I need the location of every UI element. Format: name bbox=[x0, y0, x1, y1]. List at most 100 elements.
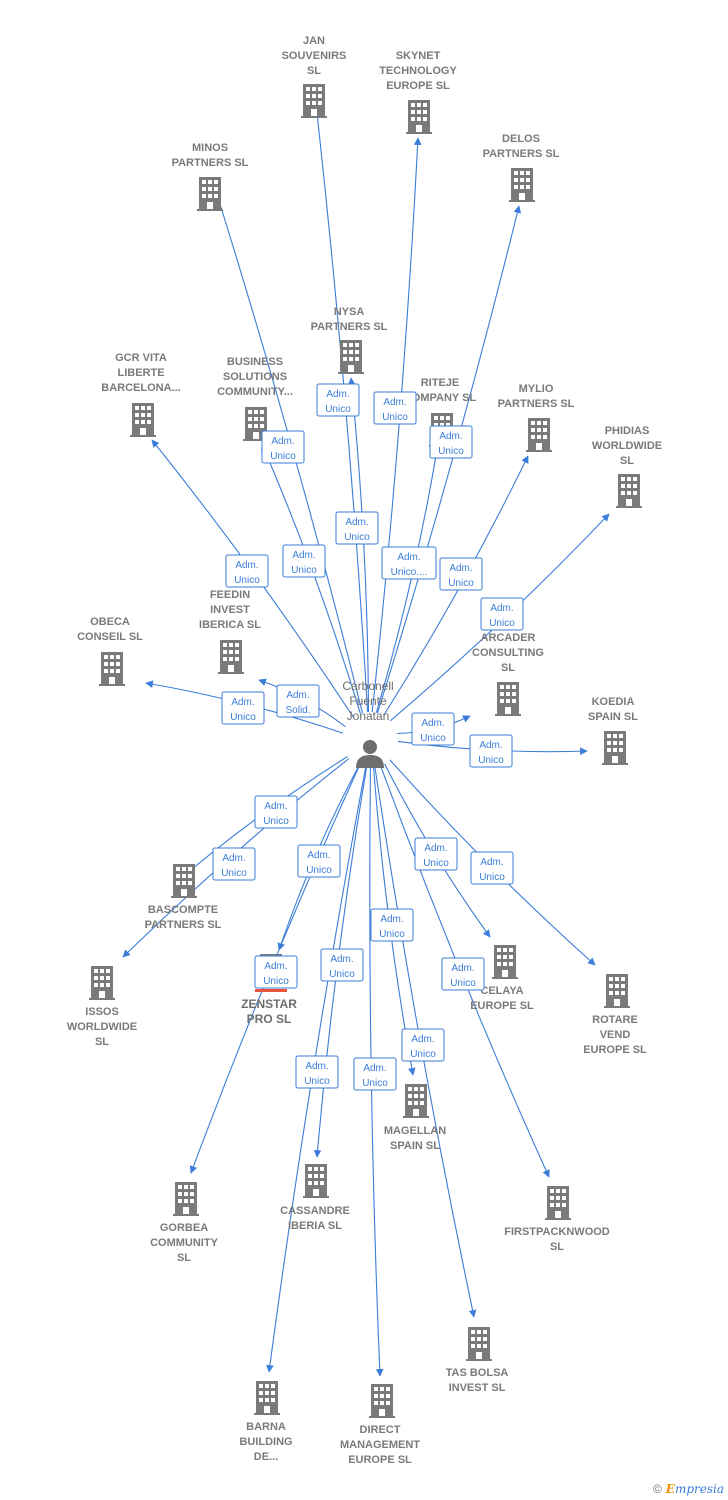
role-box bbox=[225, 554, 269, 588]
role-badge-delos[interactable]: Adm.Unico bbox=[429, 425, 473, 459]
role-badge-koedia[interactable]: Adm.Unico bbox=[469, 734, 513, 768]
label-line: Adm. bbox=[363, 1063, 386, 1074]
role-badge-riteje[interactable]: Adm.Unico.... bbox=[381, 546, 437, 580]
company-node-barna[interactable]: BARNABUILDINGDE... bbox=[239, 1381, 293, 1463]
role-badge-minos[interactable]: Adm.Unico bbox=[261, 430, 305, 464]
building-icon bbox=[89, 966, 115, 1000]
role-box bbox=[370, 908, 414, 942]
role-badge-feedin[interactable]: Adm.Solid. bbox=[276, 684, 320, 718]
company-node-business[interactable]: BUSINESSSOLUTIONSCOMMUNITY... bbox=[217, 356, 293, 441]
edge-business bbox=[261, 443, 361, 714]
role-badge-gcr[interactable]: Adm.Unico bbox=[225, 554, 269, 588]
label-line: Unico bbox=[306, 865, 332, 876]
role-badge-phidias[interactable]: Adm.Unico bbox=[480, 597, 524, 631]
label-line: PARTNERS SL bbox=[498, 398, 575, 410]
building-icon bbox=[99, 652, 125, 686]
role-badge-nysa[interactable]: Adm.Unico bbox=[335, 511, 379, 545]
label-line: CELAYA bbox=[480, 985, 523, 997]
label-line: Unico bbox=[420, 733, 446, 744]
role-box bbox=[221, 691, 265, 725]
label-line: Adm. bbox=[286, 690, 309, 701]
label-line: BARCELONA... bbox=[101, 382, 180, 394]
role-badge-mylio[interactable]: Adm.Unico bbox=[439, 557, 483, 591]
building-icon bbox=[492, 945, 518, 979]
label-line: EUROPE SL bbox=[386, 80, 450, 92]
role-badge-obeca[interactable]: Adm.Unico bbox=[221, 691, 265, 725]
role-badge-firstpack[interactable]: Adm.Unico bbox=[441, 957, 485, 991]
label-line: Unico bbox=[382, 412, 408, 423]
label-line: Adm. bbox=[330, 954, 353, 965]
role-badge-celaya[interactable]: Adm.Unico bbox=[414, 837, 458, 871]
label-line: CONSULTING bbox=[472, 647, 544, 659]
role-badge-rotare[interactable]: Adm.Unico bbox=[470, 851, 514, 885]
label-line: MANAGEMENT bbox=[340, 1439, 420, 1451]
label-line: Unico bbox=[479, 872, 505, 883]
role-badge-magellan[interactable]: Adm.Unico bbox=[370, 908, 414, 942]
label-line: LIBERTE bbox=[117, 367, 164, 379]
role-box bbox=[320, 948, 364, 982]
role-badge-zenstar[interactable]: Adm.Unico bbox=[297, 844, 341, 878]
role-badge-arcader[interactable]: Adm.Unico bbox=[411, 712, 455, 746]
role-box bbox=[335, 511, 379, 545]
label-line: Unico bbox=[362, 1078, 388, 1089]
label-line: Adm. bbox=[292, 550, 315, 561]
role-badge-jan[interactable]: Adm.Unico bbox=[316, 383, 360, 417]
label-line: Adm. bbox=[449, 563, 472, 574]
building-icon bbox=[301, 84, 327, 118]
role-box bbox=[261, 430, 305, 464]
role-badge-skynet[interactable]: Adm.Unico bbox=[373, 391, 417, 425]
footer-brand[interactable]: ©Empresia bbox=[653, 1482, 724, 1496]
role-badge-issos[interactable]: Adm.Unico bbox=[212, 847, 256, 881]
company-node-celaya[interactable]: CELAYA EUROPE SL bbox=[470, 945, 534, 1012]
role-box bbox=[295, 1055, 339, 1089]
role-badge-business[interactable]: Adm. Unico bbox=[282, 544, 326, 578]
role-badge-cassandre[interactable]: Adm.Unico bbox=[320, 948, 364, 982]
label-line: SL bbox=[501, 662, 515, 674]
company-node-gcr[interactable]: GCR VITA LIBERTE BARCELONA... bbox=[101, 352, 181, 437]
role-badge-barna[interactable]: Adm.Unico bbox=[295, 1055, 339, 1089]
label-line: SL bbox=[620, 455, 634, 467]
role-badge-gorbea[interactable]: Adm.Unico bbox=[254, 955, 298, 989]
label-line: GCR VITA bbox=[115, 352, 167, 364]
role-badge-bascompte[interactable]: Adm.Unico bbox=[254, 795, 298, 829]
role-badge-direct[interactable]: Adm. Unico bbox=[353, 1057, 397, 1091]
label-line: EUROPE SL bbox=[470, 1000, 534, 1012]
label-line: Adm. bbox=[231, 697, 254, 708]
label-line: SOLUTIONS bbox=[223, 371, 287, 383]
building-icon bbox=[495, 682, 521, 716]
building-icon bbox=[403, 1084, 429, 1118]
role-box bbox=[469, 734, 513, 768]
label-line: Unico bbox=[263, 816, 289, 827]
label-line: Adm. bbox=[380, 914, 403, 925]
role-box bbox=[254, 795, 298, 829]
label-line: SL bbox=[177, 1252, 191, 1264]
role-badge-tasbolsa[interactable]: Adm.Unico bbox=[401, 1028, 445, 1062]
label-line: Unico bbox=[291, 565, 317, 576]
building-icon bbox=[545, 1186, 571, 1220]
person-icon bbox=[356, 740, 384, 768]
